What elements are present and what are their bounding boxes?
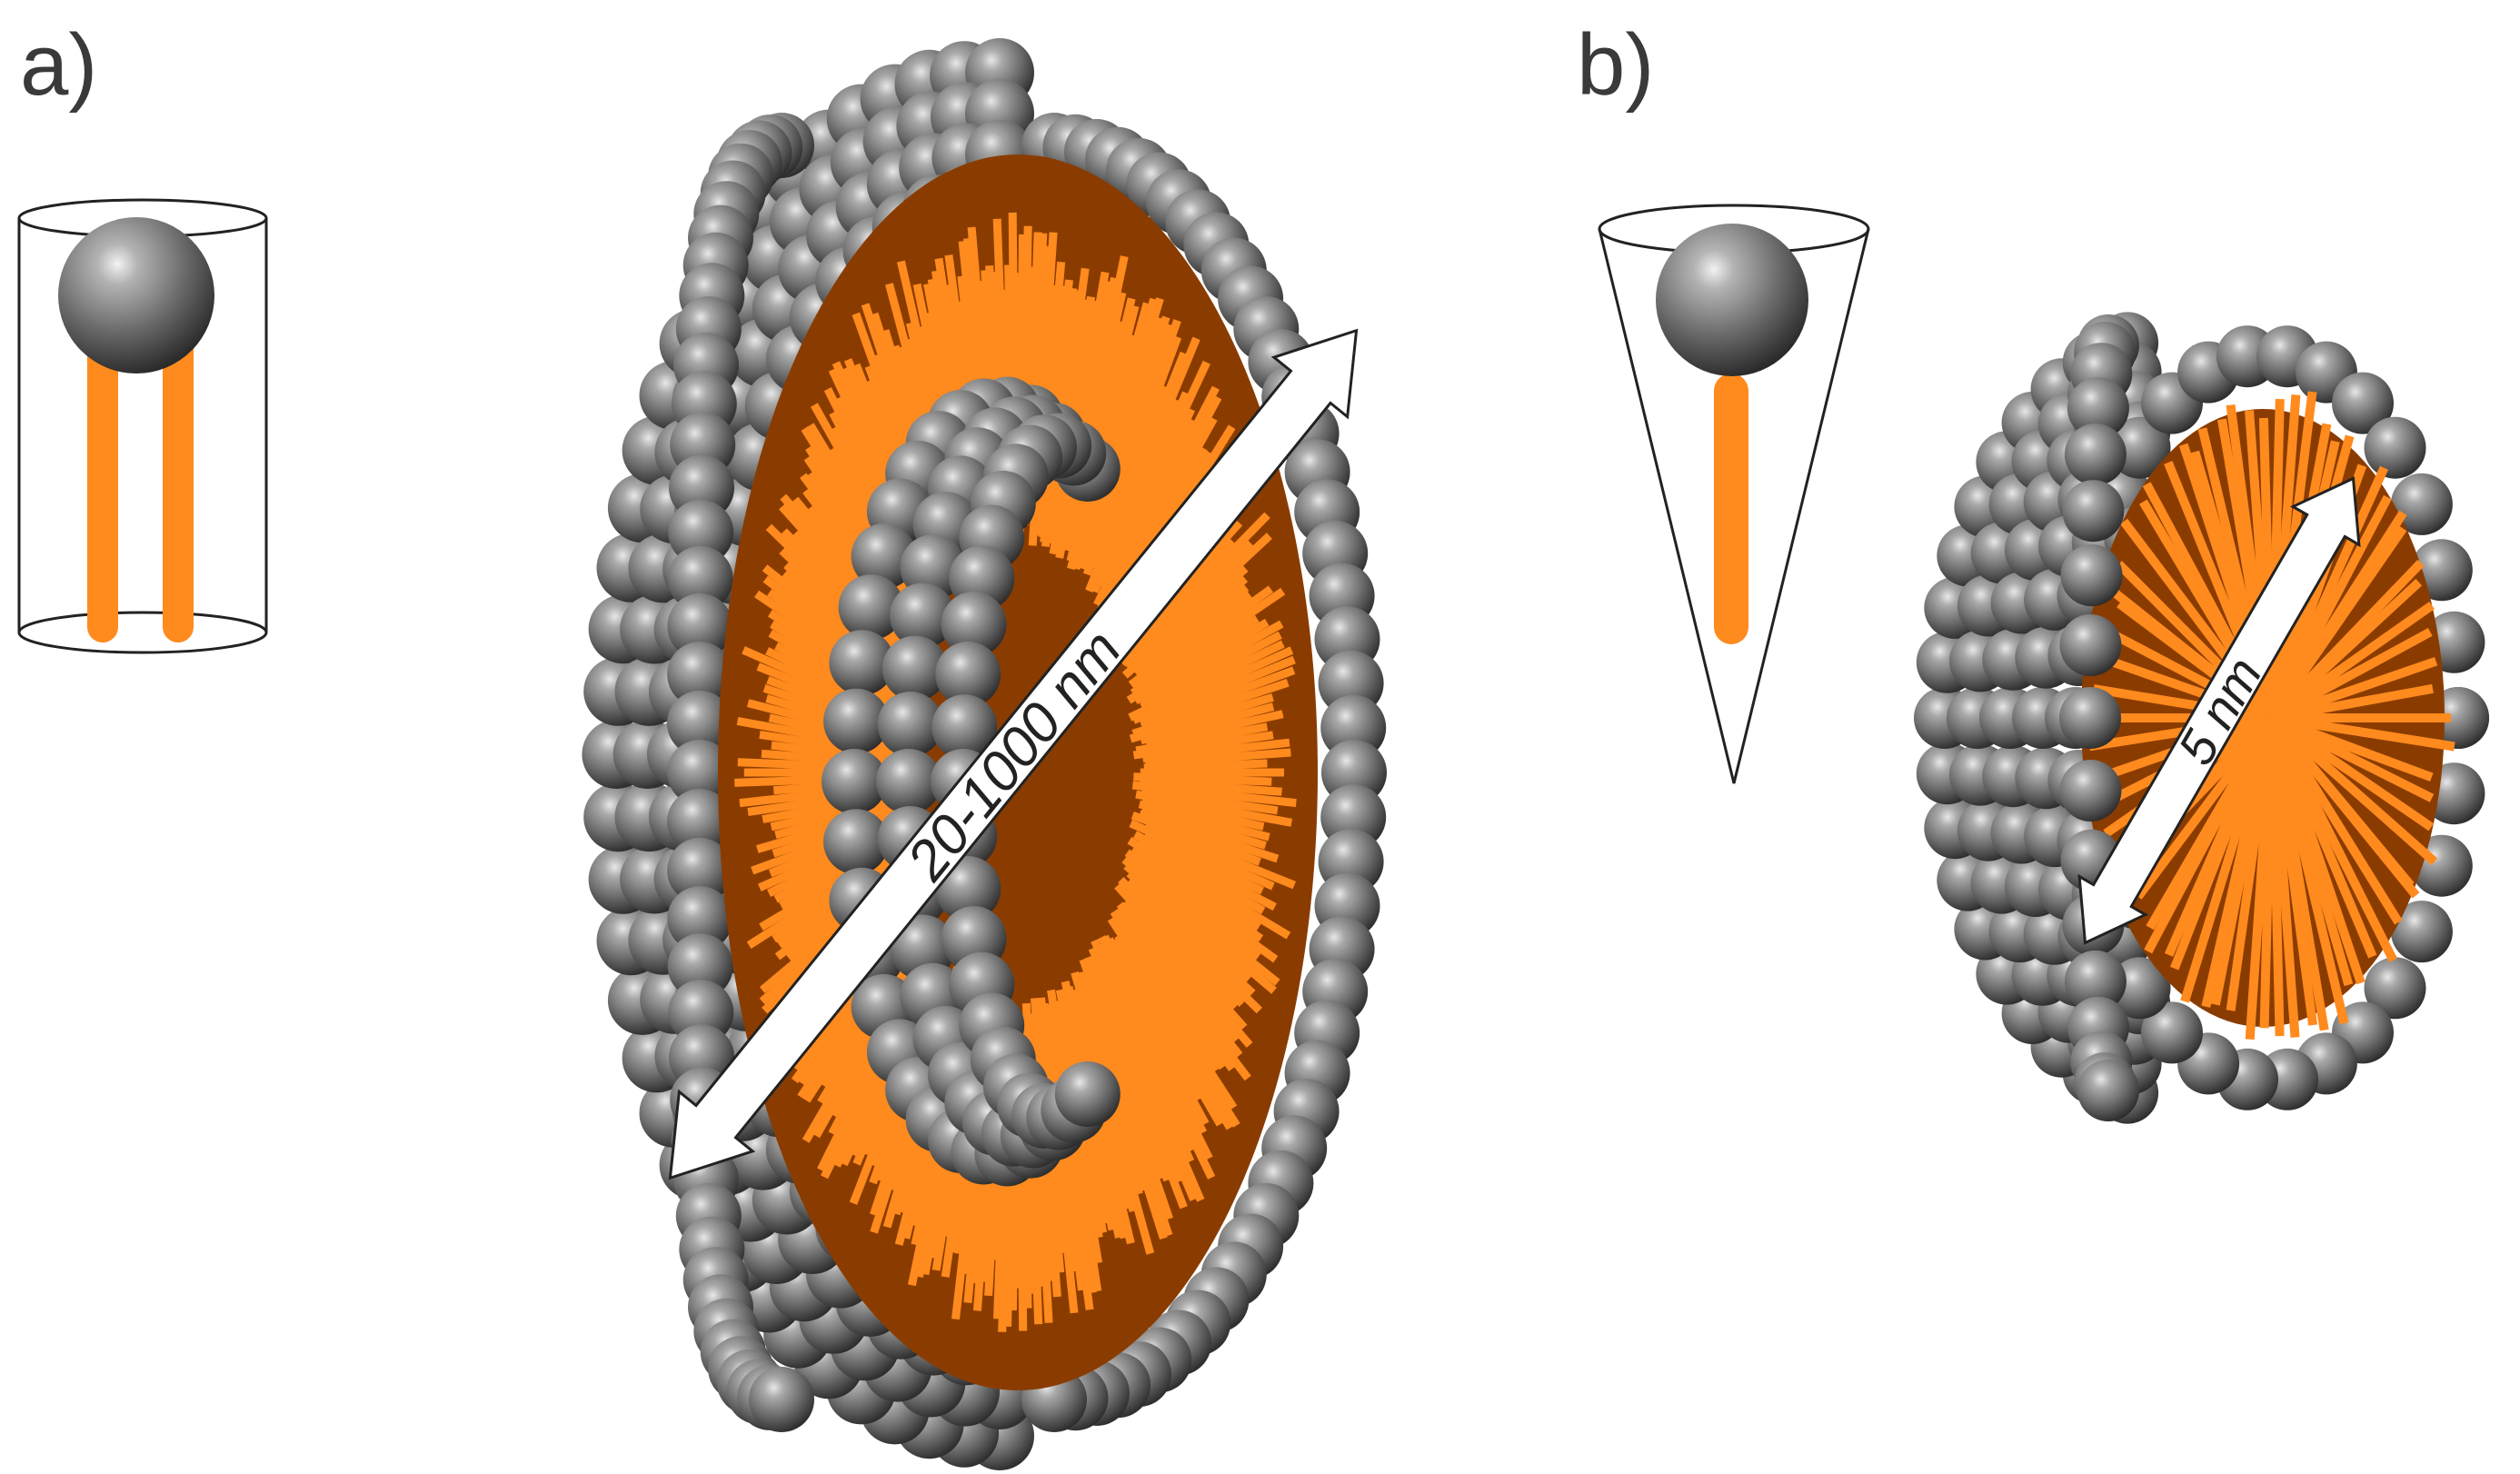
headgroup-sphere bbox=[2062, 480, 2124, 542]
headgroup-sphere bbox=[749, 1367, 814, 1432]
headgroup-sphere bbox=[2061, 544, 2123, 606]
headgroup-sphere bbox=[2077, 1060, 2139, 1121]
lipid-tail bbox=[1144, 763, 1268, 768]
cylinder-lipid-icon bbox=[19, 200, 266, 652]
headgroup-sphere bbox=[2059, 760, 2121, 822]
headgroup-sphere bbox=[2059, 614, 2121, 676]
cone-lipid-icon bbox=[1599, 205, 1868, 783]
headgroup-sphere bbox=[2065, 423, 2127, 485]
headgroup-sphere bbox=[1055, 1061, 1121, 1127]
headgroup-sphere bbox=[2365, 417, 2426, 479]
headgroup-sphere bbox=[2059, 687, 2121, 749]
